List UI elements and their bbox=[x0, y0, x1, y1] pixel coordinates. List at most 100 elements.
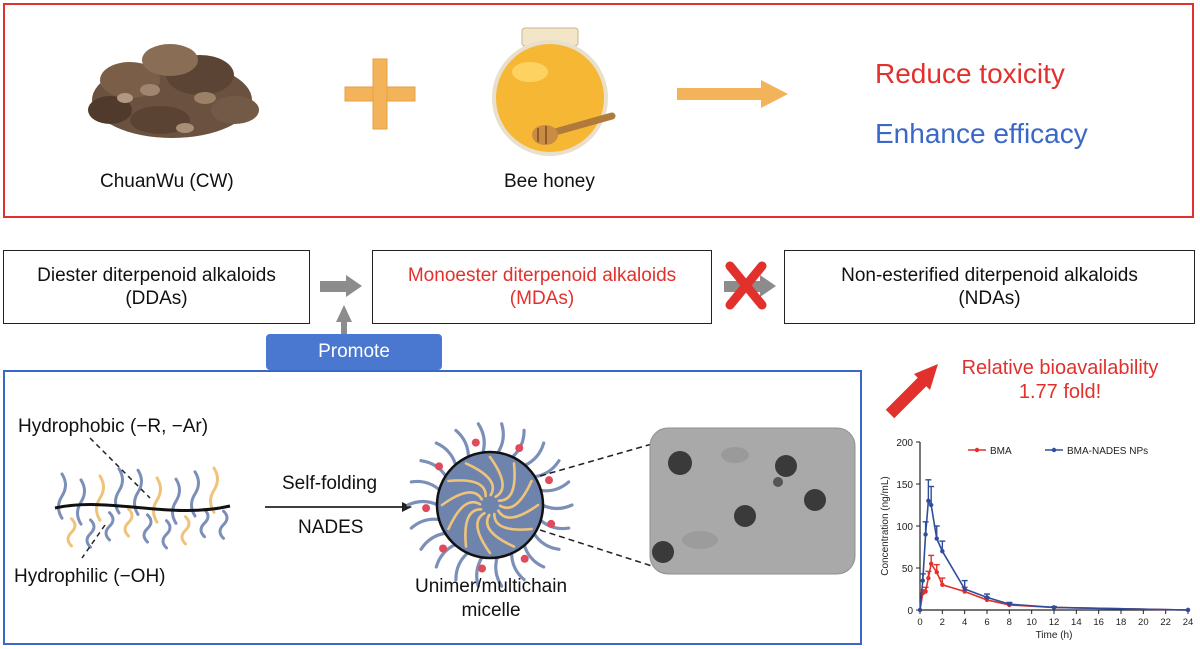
promote-label: Promote bbox=[266, 334, 442, 370]
orange-arrow-icon bbox=[677, 80, 788, 108]
micelle-tail bbox=[532, 459, 561, 479]
micelle-core-chain bbox=[485, 513, 516, 548]
micelle-dot bbox=[471, 438, 480, 447]
nda-label-line1: Non-esterified diterpenoid alkaloids bbox=[841, 265, 1138, 286]
chain-segment bbox=[142, 513, 153, 544]
micelle-tail bbox=[495, 422, 505, 456]
micelle-tail bbox=[476, 422, 486, 456]
hydrophobic-label: Hydrophobic (−R, −Ar) bbox=[18, 416, 209, 437]
x-tick-label: 16 bbox=[1093, 617, 1104, 628]
self-folding-label: Self-folding bbox=[282, 473, 378, 494]
micelle-tail bbox=[475, 554, 485, 588]
micelle-label-line1: Unimer/multichain bbox=[414, 576, 568, 597]
legend-label: BMA bbox=[990, 446, 1012, 457]
micelle-dot bbox=[544, 476, 553, 485]
x-tick-label: 20 bbox=[1138, 617, 1149, 628]
x-tick-label: 22 bbox=[1160, 617, 1171, 628]
micelle-dot bbox=[520, 554, 529, 563]
data-point bbox=[940, 582, 945, 587]
data-point bbox=[917, 607, 923, 613]
micelle-tail bbox=[510, 550, 526, 582]
micelle-core-chain bbox=[493, 512, 533, 531]
data-point bbox=[1007, 601, 1012, 607]
micelle-tail bbox=[406, 499, 440, 507]
nades-label: NADES bbox=[298, 517, 364, 538]
dda-label-line2: (DDAs) bbox=[125, 288, 188, 309]
micelle-tail bbox=[538, 480, 571, 493]
micelle-dot bbox=[477, 564, 486, 573]
micelle-tail bbox=[540, 503, 574, 511]
chuanwu-herb-image bbox=[88, 44, 259, 138]
data-point bbox=[926, 575, 931, 581]
micelle-core-chain bbox=[447, 500, 482, 531]
x-tick-label: 24 bbox=[1183, 617, 1194, 628]
micelle-dot bbox=[422, 504, 431, 513]
honey-label: Bee honey bbox=[504, 171, 595, 192]
y-tick-label: 200 bbox=[896, 438, 913, 449]
micelle-core-chain bbox=[464, 462, 495, 497]
chain-segment bbox=[218, 509, 229, 540]
y-tick-label: 100 bbox=[896, 522, 913, 533]
chain-segment bbox=[104, 511, 115, 542]
x-tick-label: 12 bbox=[1049, 617, 1060, 628]
nda-box: Non-esterified diterpenoid alkaloids (ND… bbox=[784, 250, 1195, 324]
micelle-tail bbox=[454, 428, 470, 460]
x-tick-label: 14 bbox=[1071, 617, 1082, 628]
enhance-efficacy-label: Enhance efficacy bbox=[875, 118, 1088, 149]
micelle-panel bbox=[3, 370, 862, 645]
data-point bbox=[962, 586, 967, 592]
zoom-line-top bbox=[539, 443, 653, 477]
reduce-toxicity-label: Reduce toxicity bbox=[875, 58, 1065, 89]
x-tick-label: 8 bbox=[1007, 617, 1012, 628]
x-axis-title: Time (h) bbox=[1036, 630, 1073, 641]
self-folding-arrow-icon bbox=[265, 502, 412, 512]
chain-segment bbox=[209, 466, 219, 514]
top-panel bbox=[3, 3, 1194, 218]
micelle-core-chain bbox=[496, 503, 540, 519]
micelle-label-line2: micelle bbox=[461, 600, 521, 621]
data-point bbox=[923, 589, 928, 594]
micelle-image bbox=[406, 422, 574, 588]
micelle-core-chain bbox=[488, 455, 504, 499]
y-tick-label: 50 bbox=[902, 564, 914, 575]
legend-label: BMA-NADES NPs bbox=[1067, 446, 1148, 457]
micelle-tail bbox=[494, 554, 504, 588]
dda-label-line1: Diester diterpenoid alkaloids bbox=[37, 265, 276, 286]
bioavailability-line1: Relative bioavailability bbox=[961, 357, 1159, 379]
series-line bbox=[919, 561, 1189, 611]
nda-label-line2: (NDAs) bbox=[958, 288, 1021, 309]
chain-segment bbox=[57, 472, 67, 520]
micelle-core-chain bbox=[498, 479, 533, 510]
plus-icon bbox=[344, 58, 416, 130]
bioavailability-label: Relative bioavailability 1.77 fold! bbox=[940, 356, 1180, 404]
polymer-chain-image bbox=[54, 466, 231, 550]
y-axis-title: Concentration (ng/mL) bbox=[880, 476, 891, 576]
data-point bbox=[984, 595, 990, 600]
hydrophilic-label: Hydrophilic (−OH) bbox=[14, 566, 166, 587]
data-point bbox=[923, 532, 928, 537]
chain-segment bbox=[76, 478, 86, 526]
micelle-tail bbox=[522, 441, 546, 468]
micelle-core-chain bbox=[476, 511, 492, 555]
chain-segment bbox=[180, 515, 191, 546]
data-point bbox=[1185, 607, 1191, 613]
legend-marker bbox=[974, 447, 980, 453]
micelle-dot bbox=[515, 444, 524, 453]
y-tick-label: 0 bbox=[907, 606, 913, 617]
increase-arrow-icon bbox=[885, 364, 938, 419]
x-tick-label: 10 bbox=[1026, 617, 1037, 628]
micelle-dot bbox=[547, 519, 556, 528]
micelle-label: Unimer/multichain micelle bbox=[390, 575, 592, 623]
y-tick-label: 150 bbox=[896, 480, 913, 491]
mda-label-line2: (MDAs) bbox=[509, 288, 575, 309]
micelle-tail bbox=[454, 550, 470, 582]
honey-jar-image bbox=[492, 27, 616, 156]
micelle-tail bbox=[532, 531, 561, 551]
micelle-tail bbox=[409, 517, 442, 530]
blocked-arrow-icon bbox=[724, 261, 776, 310]
data-point bbox=[920, 578, 925, 583]
hydrophilic-leader-line bbox=[81, 524, 106, 559]
data-point bbox=[928, 502, 934, 508]
